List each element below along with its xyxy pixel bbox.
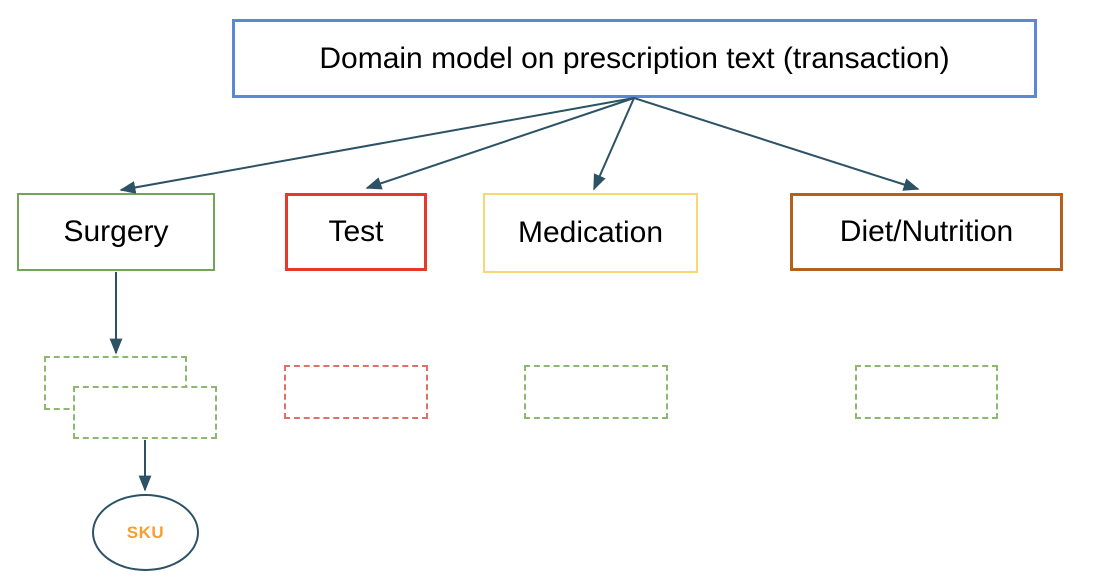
- medication-label: Medication: [517, 216, 664, 249]
- title-label: Domain model on prescription text (trans…: [319, 41, 950, 75]
- arrow-title-to-medication: [593, 97, 635, 191]
- title-box: Domain model on prescription text (trans…: [232, 19, 1037, 98]
- medication-box: Medication: [483, 193, 698, 273]
- arrow-title-to-diet: [633, 97, 920, 191]
- diet-nutrition-box: Diet/Nutrition: [790, 193, 1063, 271]
- diet-placeholder: [855, 365, 998, 419]
- arrow-title-to-test: [365, 97, 635, 190]
- diet-nutrition-label: Diet/Nutrition: [839, 215, 1014, 248]
- sku-ellipse: SKU: [92, 494, 199, 571]
- sku-label: SKU: [126, 522, 165, 542]
- surgery-placeholder-front: [73, 386, 217, 439]
- surgery-box: Surgery: [17, 193, 215, 271]
- test-placeholder: [284, 365, 428, 419]
- medication-placeholder: [524, 365, 668, 419]
- test-box: Test: [285, 193, 427, 271]
- test-label: Test: [328, 215, 384, 248]
- surgery-label: Surgery: [63, 215, 169, 248]
- arrow-title-to-surgery: [119, 97, 635, 194]
